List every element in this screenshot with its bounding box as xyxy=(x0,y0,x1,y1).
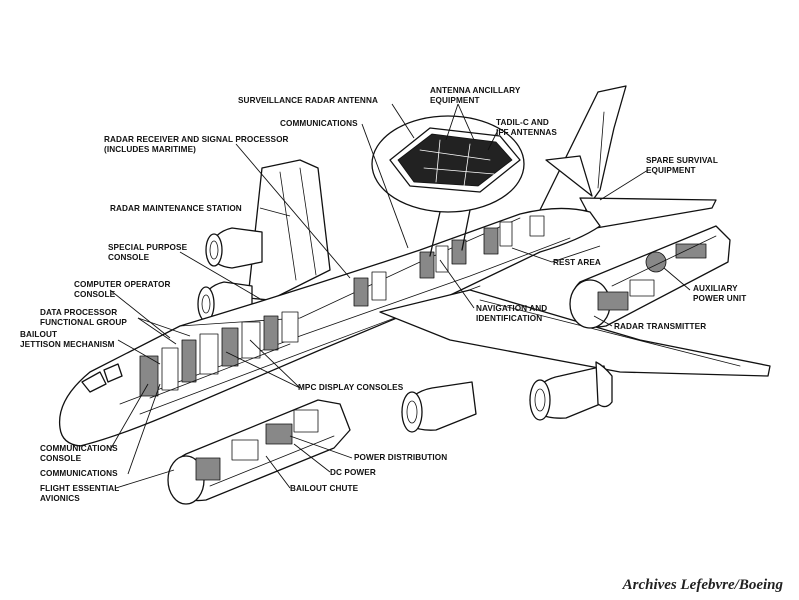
near-engine-outboard xyxy=(529,361,613,421)
label-communications-bottom: COMMUNICATIONS xyxy=(40,469,118,478)
fuselage xyxy=(58,207,601,447)
label-radar-transmitter: RADAR TRANSMITTER xyxy=(614,322,707,331)
label-computer-operator-console: COMPUTER OPERATOR CONSOLE xyxy=(74,280,171,299)
label-auxiliary-power-unit: AUXILIARY POWER UNIT xyxy=(693,284,747,303)
label-radar-maintenance-station: RADAR MAINTENANCE STATION xyxy=(110,204,242,213)
label-surveillance-radar-antenna: SURVEILLANCE RADAR ANTENNA xyxy=(238,96,378,105)
label-bailout-jettison-mechanism: BAILOUT JETTISON MECHANISM xyxy=(20,330,115,349)
label-rest-area: REST AREA xyxy=(553,258,601,267)
far-engine-upper xyxy=(205,227,263,269)
label-spare-survival-equipment: SPARE SURVIVAL EQUIPMENT xyxy=(646,156,718,175)
label-radar-receiver: RADAR RECEIVER AND SIGNAL PROCESSOR (INC… xyxy=(104,135,289,154)
near-wing xyxy=(379,289,771,377)
interior-equipment xyxy=(139,215,545,399)
rear-pulled-out-section xyxy=(569,225,731,329)
label-dc-power: DC POWER xyxy=(330,468,376,477)
label-special-purpose-console: SPECIAL PURPOSE CONSOLE xyxy=(108,243,188,262)
label-communications-top: COMMUNICATIONS xyxy=(280,119,358,128)
near-engine-inboard xyxy=(401,381,477,433)
rotodome xyxy=(371,115,525,213)
label-data-processor-functional-group: DATA PROCESSOR FUNCTIONAL GROUP xyxy=(40,308,127,327)
forward-lower-pulled-out-section xyxy=(167,399,351,505)
label-mpc-display-consoles: MPC DISPLAY CONSOLES xyxy=(298,383,404,392)
image-credit: Archives Lefebvre/Boeing xyxy=(622,577,783,593)
label-bailout-chute: BAILOUT CHUTE xyxy=(290,484,359,493)
label-flight-essential-avionics: FLIGHT ESSENTIAL AVIONICS xyxy=(40,484,120,503)
label-navigation-and-identification: NAVIGATION AND IDENTIFICATION xyxy=(476,304,548,323)
label-communications-console: COMMUNICATIONS CONSOLE xyxy=(40,444,118,463)
label-power-distribution: POWER DISTRIBUTION xyxy=(354,453,448,462)
label-antenna-ancillary-equipment: ANTENNA ANCILLARY EQUIPMENT xyxy=(430,86,521,105)
label-tadil-iff-antennas: TADIL-C AND IFF ANTENNAS xyxy=(496,118,557,137)
